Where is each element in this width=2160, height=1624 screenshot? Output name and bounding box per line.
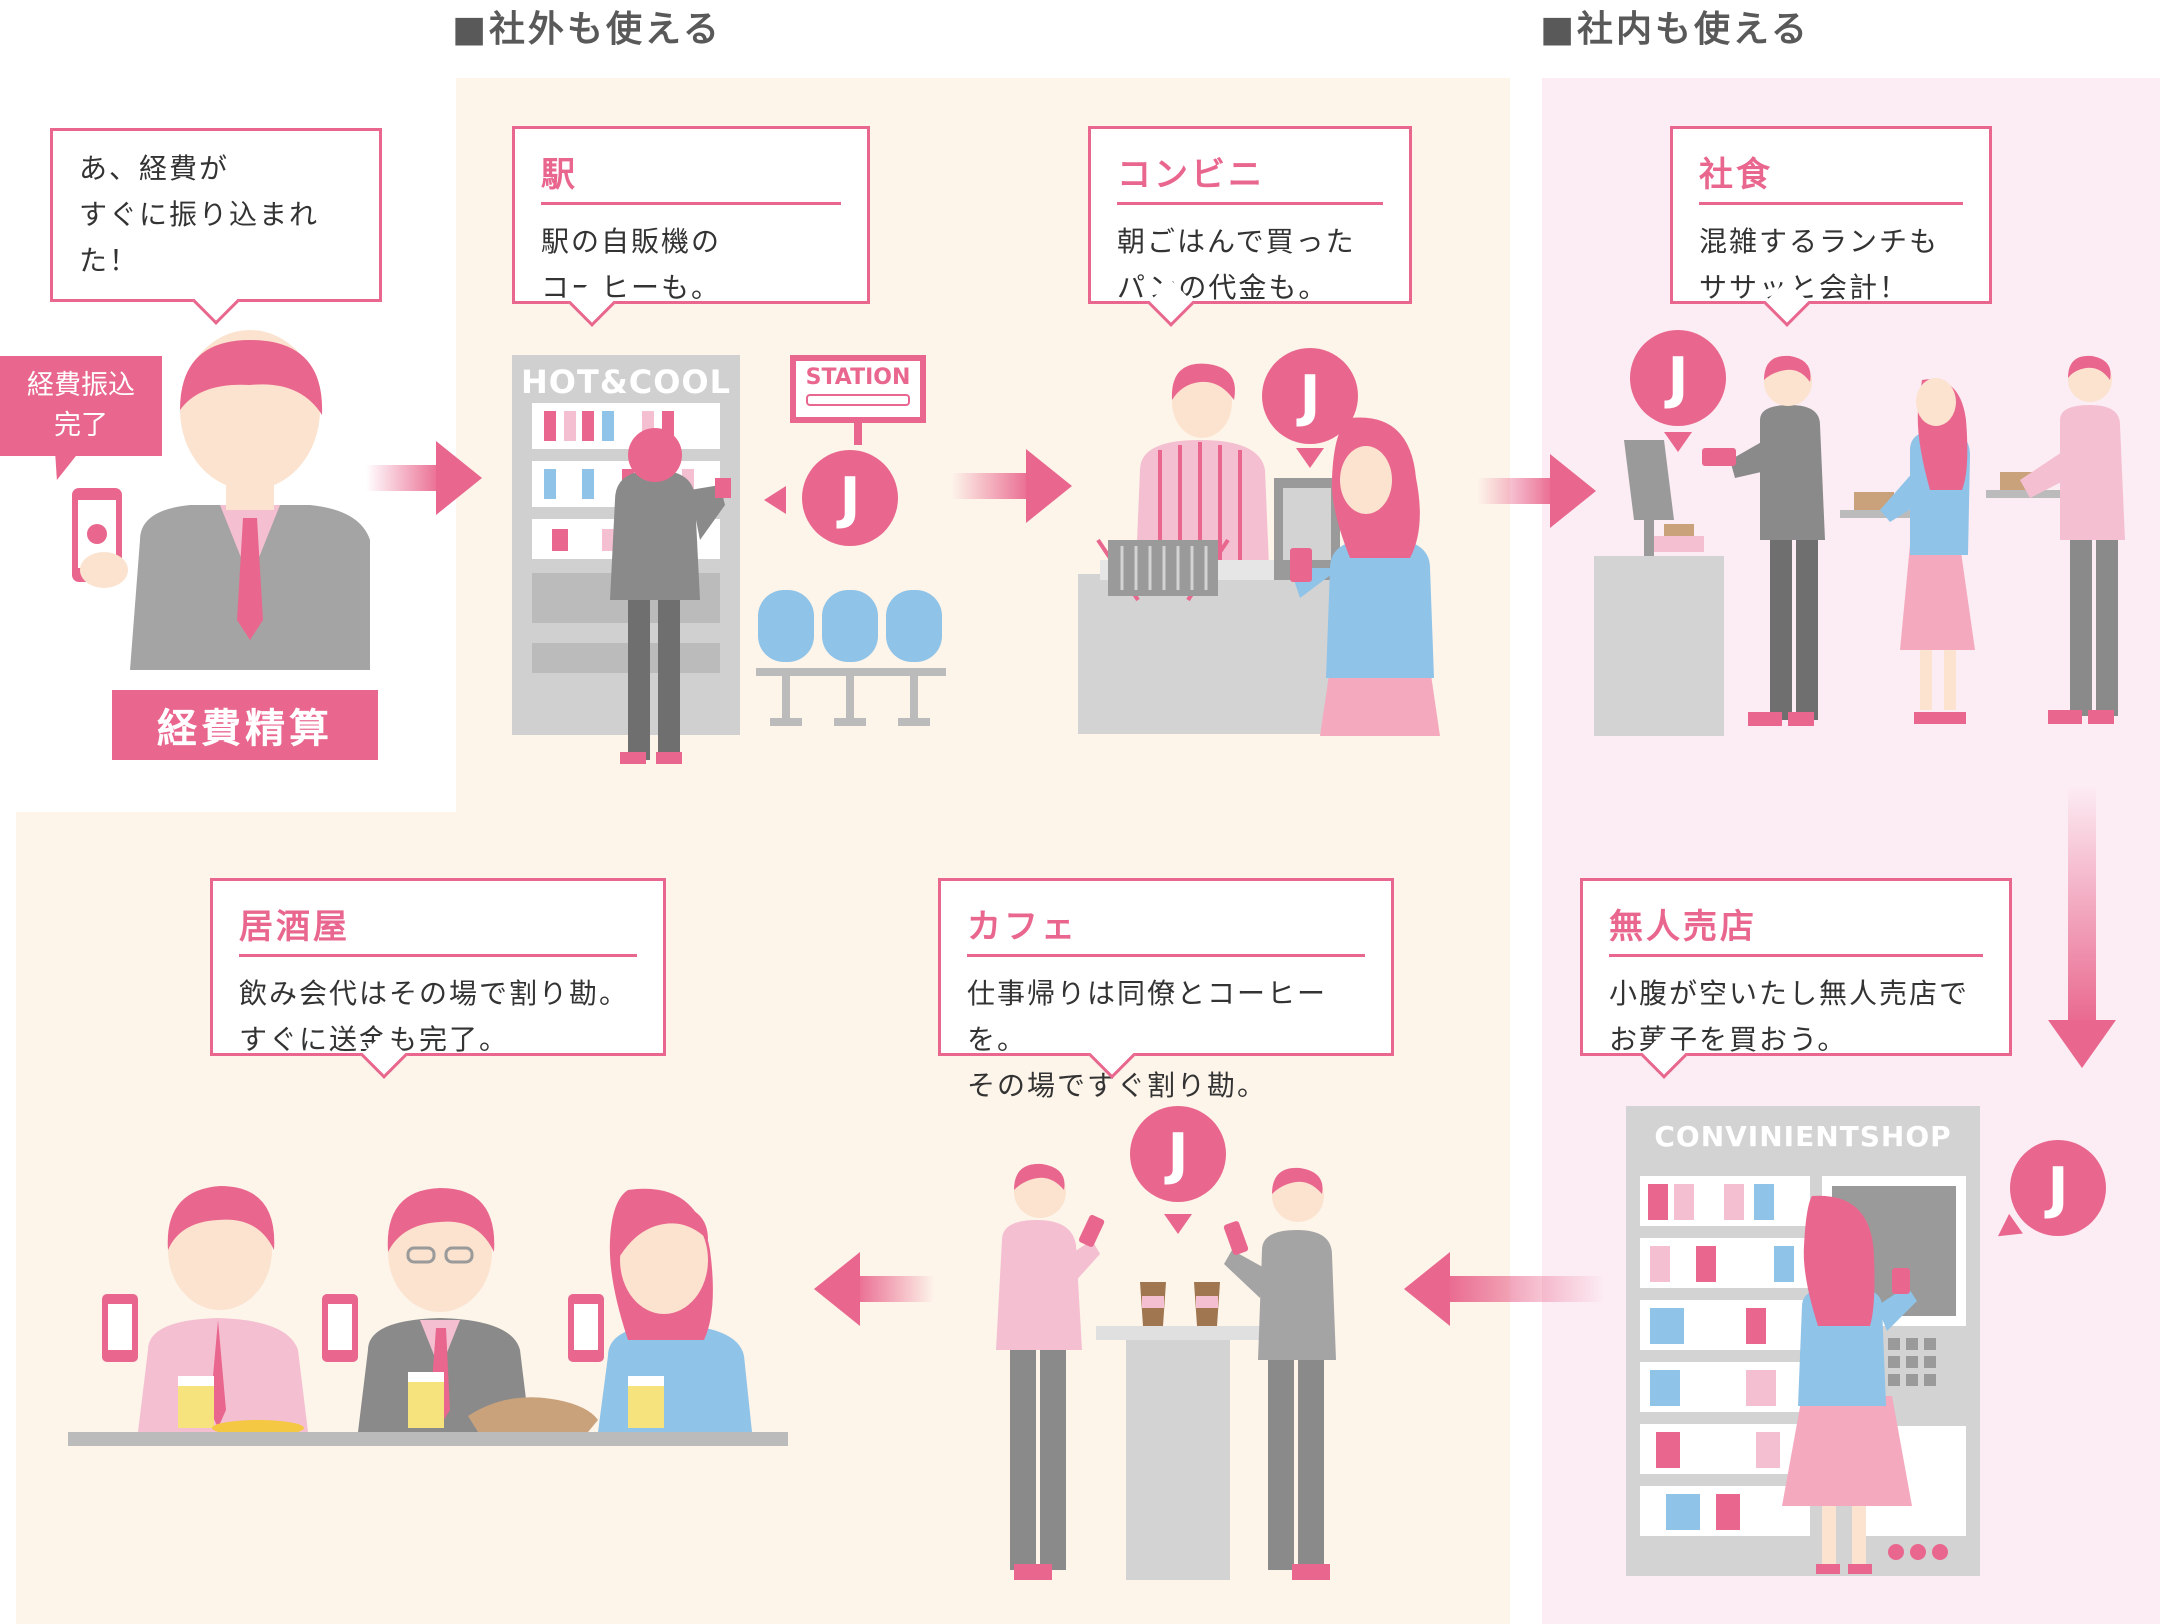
shop-sign: CONVINIENTSHOP	[1654, 1120, 1952, 1153]
station-title: 駅	[541, 147, 841, 205]
arrow-right-icon	[952, 449, 1072, 523]
payment-j-icon: J	[1130, 1106, 1226, 1202]
shopping-basket	[1096, 538, 1230, 602]
expense-bubble: あ、経費が すぐに振り込まれた！	[50, 128, 382, 302]
cafe-text: 仕事帰りは同僚とコーヒーを。 その場ですぐ割り勘。	[967, 977, 1328, 1102]
arrow-right-icon	[1478, 454, 1596, 528]
convenience-text: 朝ごはんで買った パンの代金も。	[1117, 225, 1356, 304]
arrow-left-icon	[814, 1252, 934, 1326]
izakaya-text: 飲み会代はその場で割り勘。 すぐに送金も完了。	[239, 977, 630, 1056]
payment-j-icon: J	[1630, 330, 1726, 426]
unmanned-title: 無人売店	[1609, 899, 1983, 957]
convenience-bubble: コンビニ 朝ごはんで買った パンの代金も。	[1088, 126, 1412, 304]
expense-label-text: 経費精算	[157, 706, 333, 752]
cafe-bubble: カフェ 仕事帰りは同僚とコーヒーを。 その場ですぐ割り勘。	[938, 878, 1394, 1102]
payment-j-icon: J	[802, 450, 898, 546]
businessman-figure	[130, 330, 370, 670]
section-title-outside: ■社外も使える	[452, 9, 722, 50]
cafe-people	[996, 1163, 1336, 1580]
unmanned-bubble: 無人売店 小腹が空いたし無人売店で お菓子を買おう。	[1580, 878, 2012, 1056]
smartphone-icon	[72, 488, 128, 588]
cafeteria-text: 混雑するランチも ササッと会計！	[1699, 225, 1940, 304]
arrow-down-icon	[2048, 786, 2116, 1068]
station-sign-text: STATION	[805, 365, 911, 390]
cafe-title: カフェ	[967, 899, 1365, 957]
pointer-down-icon	[1164, 1214, 1192, 1234]
register-monitor	[1624, 440, 1704, 556]
pointer-down-icon	[1296, 448, 1324, 468]
cafe-table-stand	[1126, 1340, 1230, 1580]
pointer-left-icon	[764, 486, 786, 514]
cafeteria-title: 社食	[1699, 147, 1963, 205]
woman-customer	[1290, 417, 1440, 736]
unmanned-text: 小腹が空いたし無人売店で お菓子を買おう。	[1609, 977, 1970, 1056]
notice-tail	[44, 452, 80, 480]
station-text: 駅の自販機の コーヒーも。	[541, 225, 722, 304]
vending-machine-sign: HOT&COOL	[521, 363, 731, 401]
payment-j-icon: J	[2010, 1140, 2106, 1236]
station-customer	[610, 428, 731, 764]
pointer-down-icon	[1664, 432, 1692, 452]
expense-notice-text: 経費振込 完了	[27, 370, 135, 441]
station-sign: STATION	[790, 355, 926, 423]
cafeteria-register	[1594, 556, 1724, 736]
izakaya-title: 居酒屋	[239, 899, 637, 957]
section-title-inside: ■社内も使える	[1540, 9, 1810, 50]
expense-notice-badge: 経費振込 完了	[0, 356, 162, 456]
convenience-title: コンビニ	[1117, 147, 1383, 205]
expense-bubble-text: あ、経費が すぐに振り込まれた！	[79, 152, 320, 277]
cafeteria-bubble: 社食 混雑するランチも ササッと会計！	[1670, 126, 1992, 304]
station-pole	[854, 423, 862, 445]
station-bubble: 駅 駅の自販機の コーヒーも。	[512, 126, 870, 304]
arrow-left-icon	[1404, 1252, 1604, 1326]
cafeteria-queue	[1702, 355, 2125, 726]
station-chairs	[756, 590, 946, 726]
cafe-table-top	[1096, 1326, 1264, 1340]
arrow-right-icon	[366, 441, 482, 515]
izakaya-bubble: 居酒屋 飲み会代はその場で割り勘。 すぐに送金も完了。	[210, 878, 666, 1056]
shop-customer	[1782, 1195, 1917, 1574]
coffee-cups	[1140, 1282, 1220, 1326]
izakaya-party	[68, 1186, 788, 1446]
expense-label: 経費精算	[112, 690, 378, 760]
